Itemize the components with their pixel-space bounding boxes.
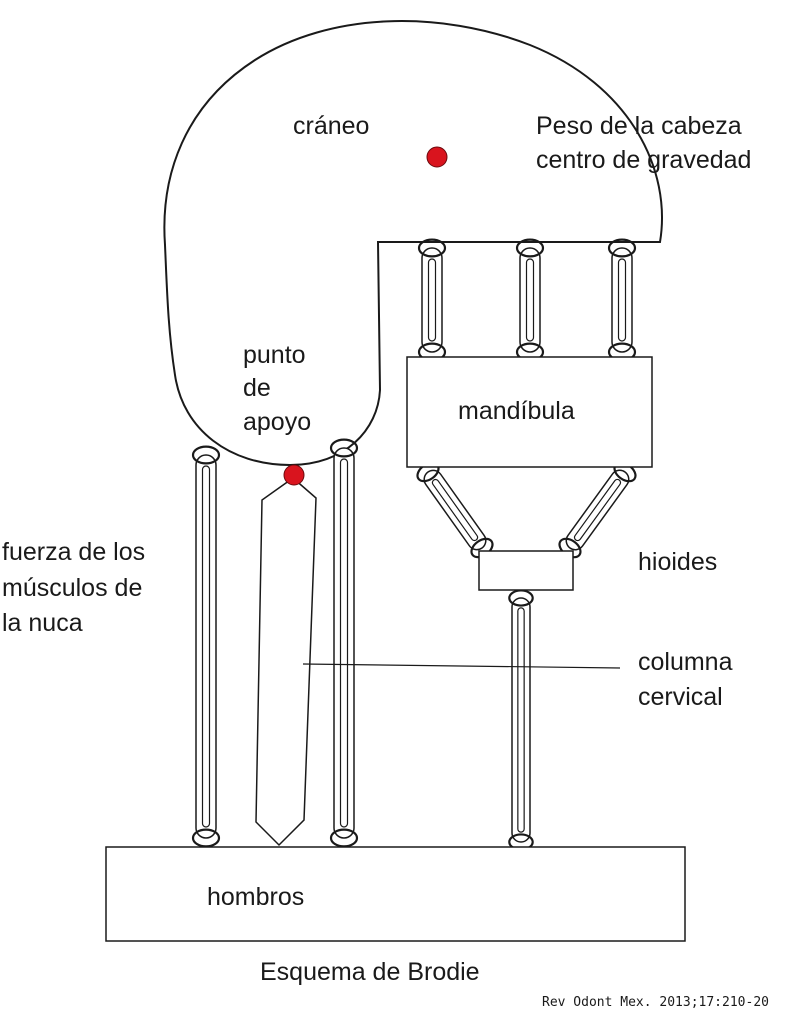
skull-outline: [163, 20, 663, 467]
mandible-box: [406, 356, 653, 468]
label-punto-line3: apoyo: [243, 408, 311, 436]
center-of-gravity-marker: [426, 146, 448, 168]
citation: Rev Odont Mex. 2013;17:210-20: [542, 995, 769, 1010]
label-fuerza-line1: fuerza de los: [2, 538, 145, 566]
label-fuerza-line2: músculos de: [2, 574, 142, 602]
chain-segment: [329, 438, 359, 848]
chain-segment: [508, 589, 534, 851]
label-peso-line1: Peso de la cabeza: [536, 112, 742, 140]
label-hioides: hioides: [638, 548, 717, 576]
shoulders-box: [105, 846, 686, 942]
diagram-title: Esquema de Brodie: [260, 958, 480, 986]
cervical-column: [255, 477, 317, 847]
label-columna-line1: columna: [638, 648, 733, 676]
column-leader-line: [302, 663, 621, 669]
chain-segment: [607, 238, 637, 362]
label-punto-line2: de: [243, 374, 271, 402]
chain-segment: [515, 238, 545, 362]
fulcrum-marker: [283, 464, 305, 486]
chains-mandible-hyoid: [416, 461, 637, 559]
chain-segment: [558, 461, 637, 559]
hyoid-box: [478, 550, 574, 591]
chain-hyoid-shoulders: [508, 589, 534, 851]
chain-segment: [417, 238, 447, 362]
chains-neck-muscles: [191, 438, 359, 848]
chain-segment: [191, 445, 221, 848]
label-columna-line2: cervical: [638, 683, 723, 711]
chains-head-mandible: [417, 238, 637, 362]
label-craneo: cráneo: [293, 112, 369, 140]
label-punto-line1: punto: [243, 341, 306, 369]
label-hombros: hombros: [207, 883, 304, 911]
label-fuerza-line3: la nuca: [2, 609, 83, 637]
label-mandibula: mandíbula: [458, 397, 575, 425]
label-peso-line2: centro de gravedad: [536, 146, 751, 174]
chain-segment: [416, 461, 494, 559]
